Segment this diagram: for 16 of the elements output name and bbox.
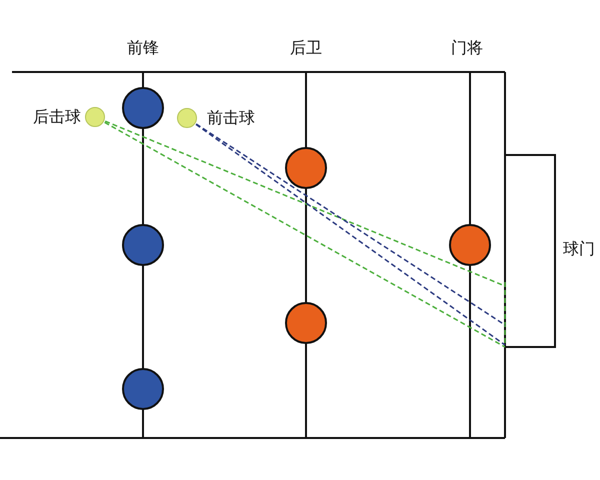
ball-circle (85, 107, 105, 127)
position-label: 前锋 (127, 38, 159, 58)
ball-circle (177, 108, 197, 128)
ball-label: 后击球 (33, 107, 81, 127)
player-circle (285, 147, 327, 189)
player-circle (122, 87, 164, 129)
player-circle (285, 302, 327, 344)
position-label: 后卫 (290, 38, 322, 58)
position-label: 门将 (451, 38, 483, 58)
player-circle (122, 224, 164, 266)
ball-label: 前击球 (207, 108, 255, 128)
player-circle (122, 368, 164, 410)
dashed-line (104, 122, 506, 348)
player-circle (449, 224, 491, 266)
goal-label: 球门 (563, 239, 595, 259)
dashed-line (104, 120, 506, 287)
